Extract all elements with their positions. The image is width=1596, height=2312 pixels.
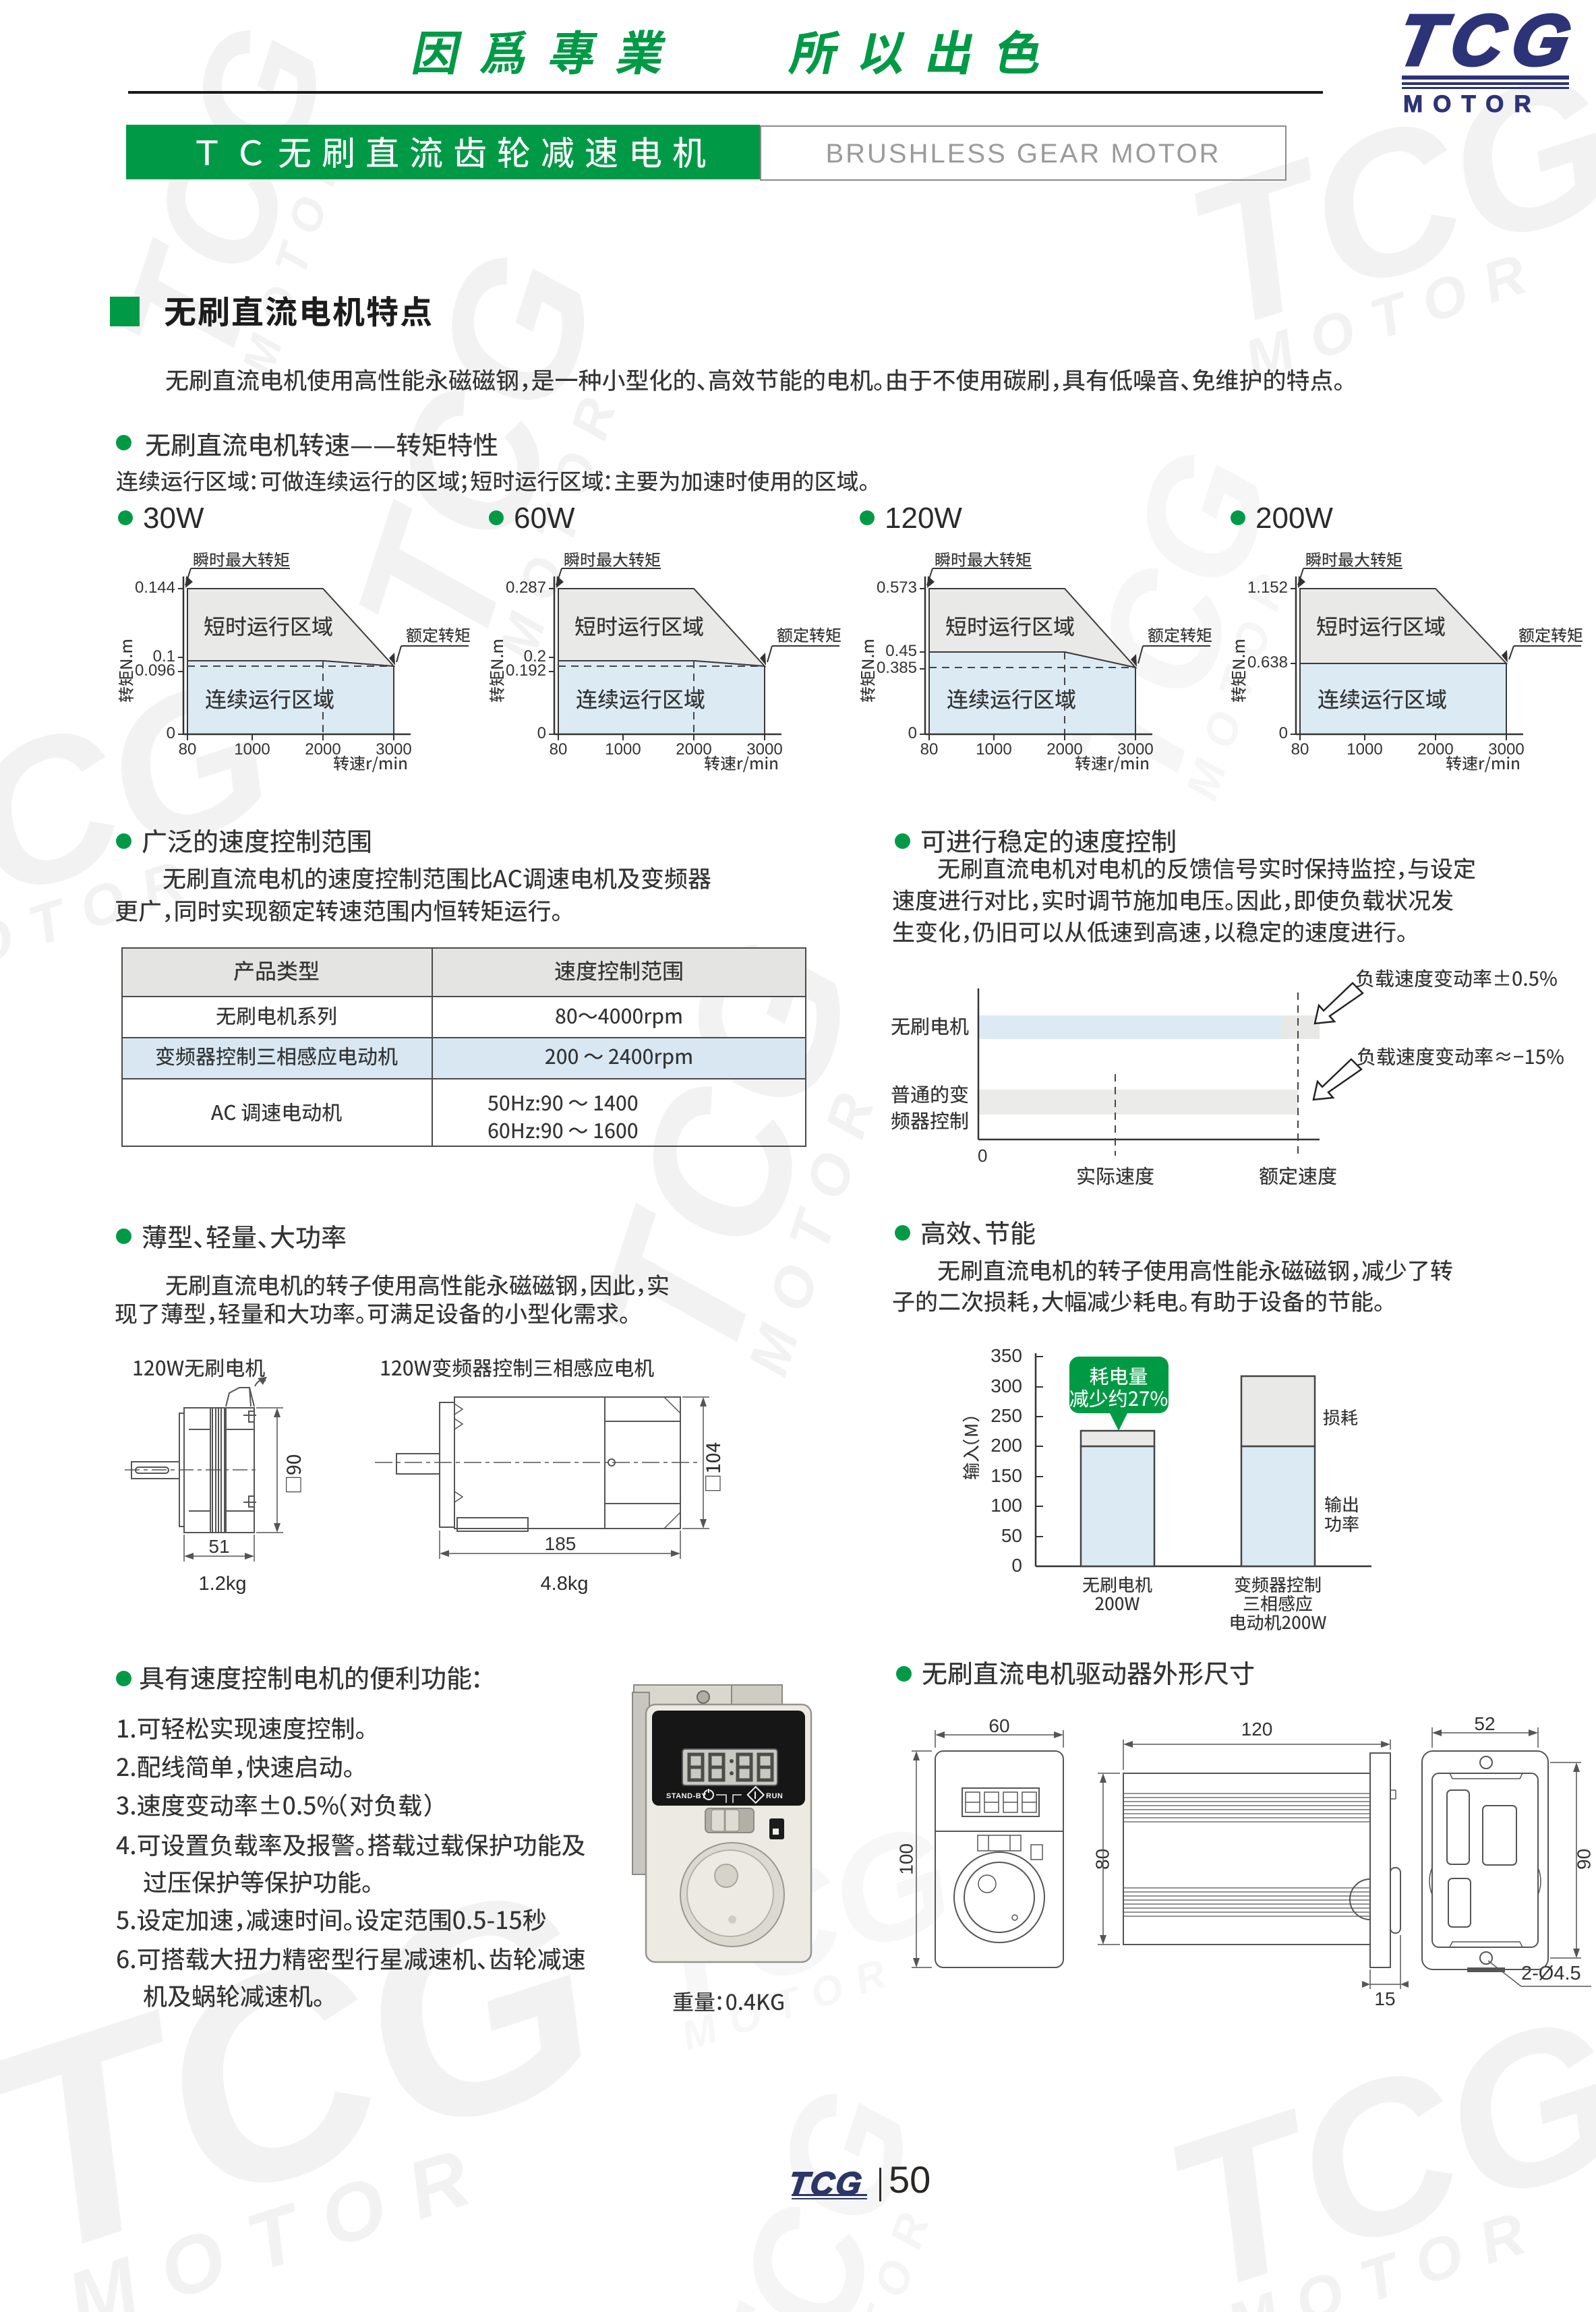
svg-text:RUN: RUN [766,1792,783,1800]
svg-text:STAND-BY: STAND-BY [666,1792,707,1800]
